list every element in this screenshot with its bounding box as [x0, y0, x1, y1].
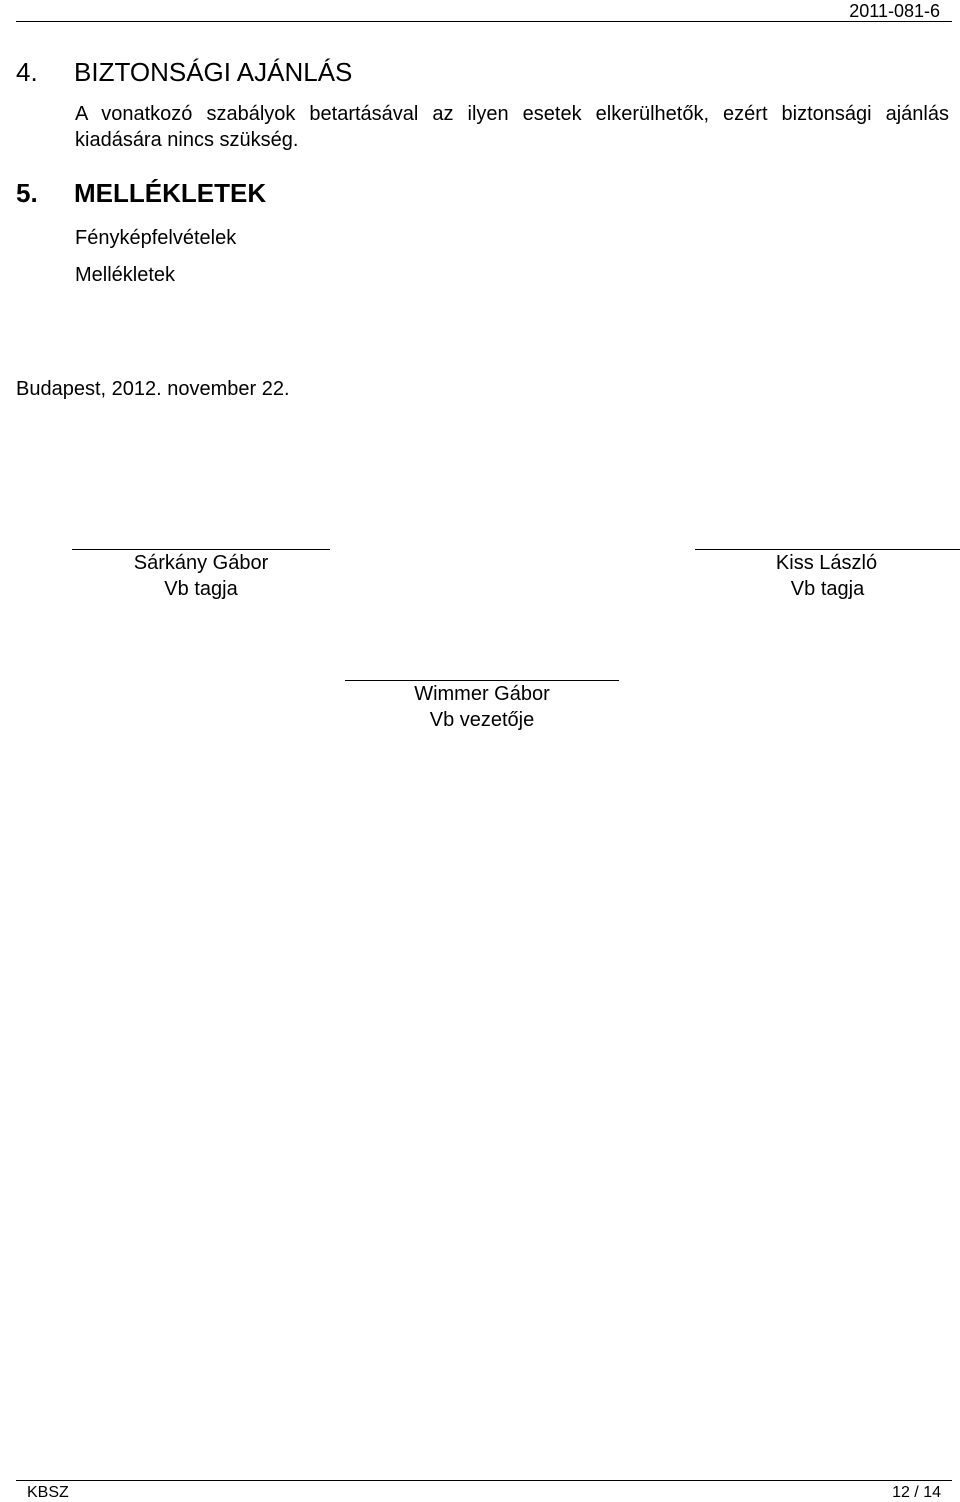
section-heading-attachments: 5. MELLÉKLETEK [16, 178, 266, 208]
footer-divider [16, 1480, 952, 1481]
place-and-date: Budapest, 2012. november 22. [16, 378, 290, 400]
page-number: 12 / 14 [892, 1484, 941, 1501]
header-divider [16, 21, 952, 22]
signature-line [72, 549, 330, 550]
signatory-name: Kiss László [775, 552, 878, 574]
signatory-role: Vb tagja [790, 578, 865, 600]
signature-block: Sárkány Gábor Vb tagja [72, 549, 330, 602]
signatory-role: Vb tagja [164, 578, 238, 600]
safety-recommendation-text: A vonatkozó szabályok betartásával az il… [75, 103, 949, 151]
attachment-item-annexes: Mellékletek [75, 264, 176, 286]
section-title: BIZTONSÁGI AJÁNLÁS [74, 57, 353, 87]
signature-line [695, 549, 960, 550]
signature-block: Kiss László Vb tagja [695, 549, 960, 602]
signatory-name: Sárkány Gábor [133, 552, 269, 574]
footer-organization: KBSZ [27, 1484, 69, 1501]
section-heading-safety-recommendation: 4. BIZTONSÁGI AJÁNLÁS [16, 57, 352, 87]
signature-line [345, 680, 619, 681]
signatory-name: Wimmer Gábor [414, 683, 550, 705]
section-number: 4. [16, 57, 38, 87]
signature-block: Wimmer Gábor Vb vezetője [345, 680, 619, 733]
attachment-item-photos: Fényképfelvételek [75, 227, 237, 249]
signatory-role: Vb vezetője [429, 709, 535, 731]
case-reference: 2011-081-6 [849, 1, 940, 21]
section-number: 5. [16, 178, 38, 208]
section-title: MELLÉKLETEK [74, 178, 267, 208]
